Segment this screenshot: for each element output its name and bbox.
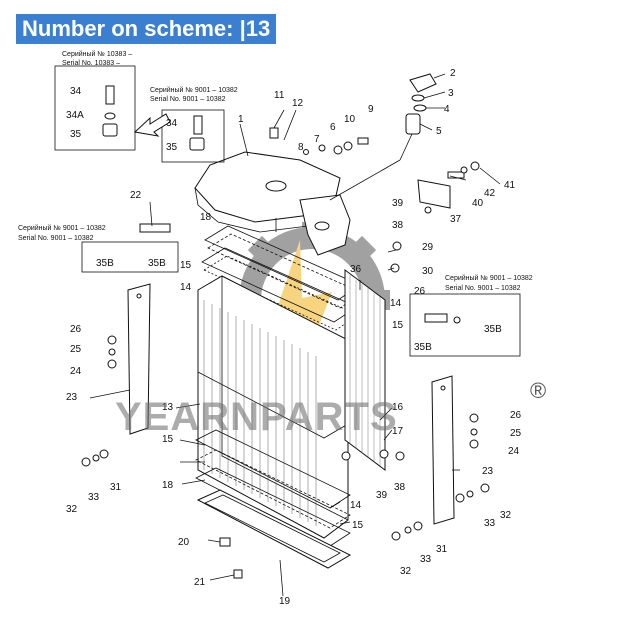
callout-label: 2 <box>450 68 456 79</box>
callout-label: 38 <box>392 220 404 231</box>
callout-label: 8 <box>298 142 304 153</box>
callout-label: 32 <box>400 566 412 577</box>
note-box-top-middle <box>161 109 225 163</box>
scheme-number-title: Number on scheme: |13 <box>16 14 277 44</box>
note-box-right <box>409 293 521 357</box>
callout-label: 4 <box>444 104 450 115</box>
callout-label: 19 <box>279 596 291 607</box>
callout-label: 35B <box>96 258 114 269</box>
callout-label: 20 <box>178 537 190 548</box>
callout-label: 15 <box>392 320 404 331</box>
callout-label: 29 <box>422 242 434 253</box>
callout-label: 9 <box>368 104 374 115</box>
callout-label: 32 <box>66 504 78 515</box>
callout-label: 30 <box>422 266 434 277</box>
callout-label: 3 <box>448 88 454 99</box>
callout-label: 35 <box>166 142 178 153</box>
callout-label: 32 <box>500 510 512 521</box>
callout-label: 14 <box>390 298 402 309</box>
note-4-en: Serial No. 9001 – 10382 <box>445 285 521 292</box>
lower-gaskets-and-bottom-tank <box>195 429 352 569</box>
note-box-top-left <box>54 65 136 151</box>
top-tank <box>194 151 351 256</box>
callout-label: 34 <box>166 118 178 129</box>
callout-label: 15 <box>180 260 192 271</box>
callout-label: 16 <box>392 402 404 413</box>
callout-label: 17 <box>392 426 404 437</box>
callout-label: 18 <box>162 480 174 491</box>
callout-label: 5 <box>436 126 442 137</box>
callout-label: 39 <box>392 198 404 209</box>
radiator-core <box>197 275 349 539</box>
callout-label: 12 <box>292 98 304 109</box>
callout-label: 15 <box>352 520 364 531</box>
callout-label: 35 <box>70 129 82 140</box>
callout-label: 39 <box>376 490 388 501</box>
callout-label: 26 <box>70 324 82 335</box>
callout-label: 37 <box>450 214 462 225</box>
callout-labels: 1 2 3 4 5 6 7 8 9 10 11 12 13 14 14 14 1… <box>66 68 522 607</box>
note-1-en: Serial No. 10383 – <box>62 60 120 67</box>
callout-label: 38 <box>394 482 406 493</box>
note-2-en: Serial No. 9001 – 10382 <box>150 96 226 103</box>
note-3-ru: Серийный № 9001 – 10382 <box>18 224 106 232</box>
callout-label: 25 <box>70 344 82 355</box>
leader-lines <box>89 73 501 597</box>
callout-label: 14 <box>350 500 362 511</box>
callout-label: 40 <box>472 198 484 209</box>
callout-label: 33 <box>484 518 496 529</box>
right-side-bracket <box>431 375 455 525</box>
callout-label: 24 <box>70 366 82 377</box>
callout-label: 31 <box>436 544 448 555</box>
callout-label: 7 <box>314 134 320 145</box>
callout-label: 11 <box>274 90 285 101</box>
callout-label: 34A <box>66 110 84 121</box>
left-side-bracket <box>127 283 151 435</box>
callout-label: 15 <box>162 434 174 445</box>
callout-label: 26 <box>510 410 522 421</box>
note-1-ru: Серийный № 10383 – <box>62 50 132 58</box>
callout-label: 24 <box>508 446 520 457</box>
callout-label: 42 <box>484 188 496 199</box>
callout-label: 23 <box>482 466 494 477</box>
callout-label: 14 <box>180 282 192 293</box>
callout-label: 41 <box>504 180 516 191</box>
note-2-ru: Серийный № 9001 – 10382 <box>150 86 238 94</box>
watermark-brand: YEARNPARTS <box>115 395 398 439</box>
callout-label: 18 <box>200 212 212 223</box>
callout-label: 34 <box>70 86 82 97</box>
callout-label: 35B <box>484 324 502 335</box>
registered-mark: ® <box>530 378 546 403</box>
assembly-arrow-icon <box>133 113 171 137</box>
note-4-ru: Серийный № 9001 – 10382 <box>445 274 533 282</box>
callout-label: 13 <box>162 402 174 413</box>
callout-label: 10 <box>344 114 356 125</box>
callout-label: 33 <box>420 554 432 565</box>
callout-label: 36 <box>350 264 362 275</box>
side-screen <box>344 269 386 471</box>
callout-label: 1 <box>238 114 244 125</box>
callout-label: 6 <box>330 122 336 133</box>
callout-label: 25 <box>510 428 522 439</box>
hardware-parts <box>81 73 490 579</box>
note-box-left <box>81 241 179 273</box>
callout-label: 35B <box>148 258 166 269</box>
callout-label: 22 <box>130 190 142 201</box>
callout-label: 23 <box>66 392 78 403</box>
callout-label: 21 <box>194 577 206 588</box>
note-3-en: Serial No. 9001 – 10382 <box>18 235 94 242</box>
callout-label: 33 <box>88 492 100 503</box>
callout-label: 31 <box>110 482 122 493</box>
callout-label: 26 <box>414 286 426 297</box>
callout-label: 35B <box>414 342 432 353</box>
